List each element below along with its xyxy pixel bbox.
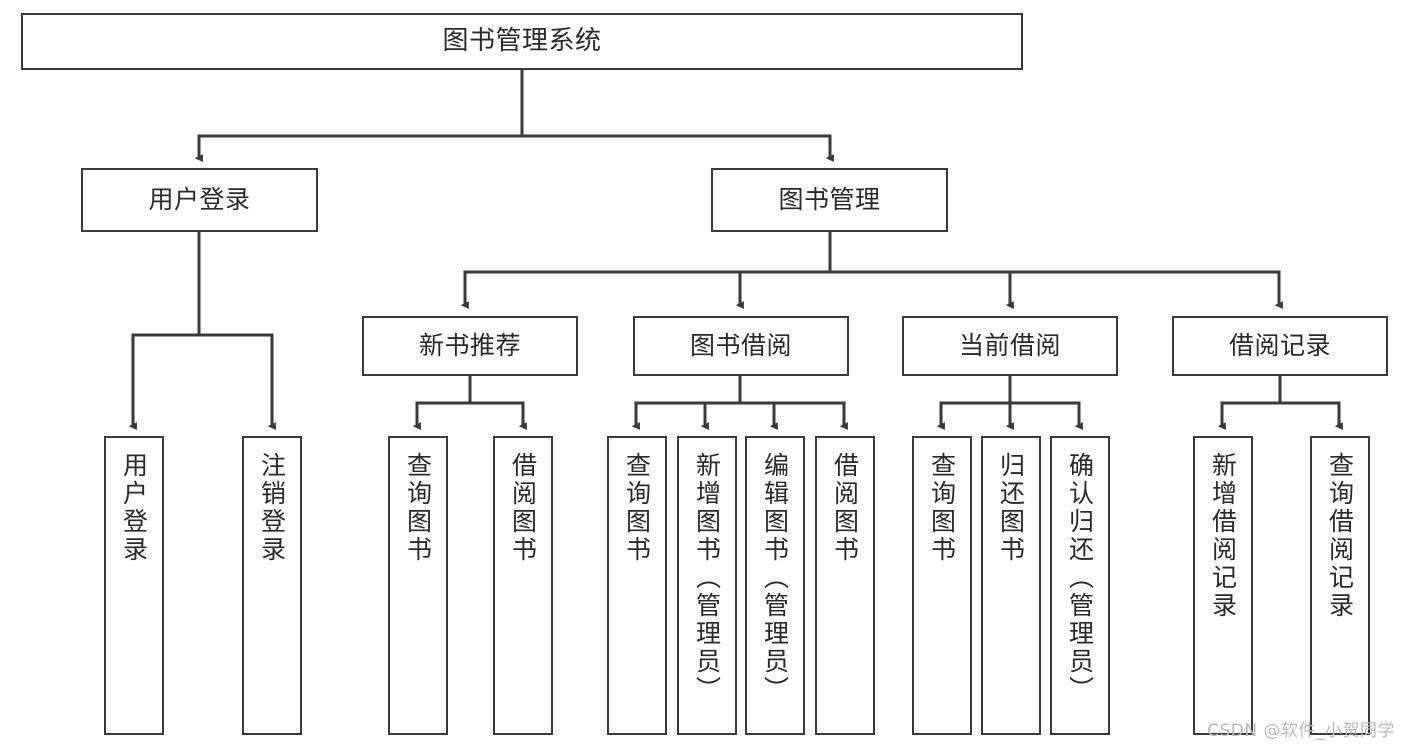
- node-label: 当前借阅: [958, 331, 1061, 361]
- node-label: 注销登录: [257, 452, 287, 564]
- node-label: 归还图书: [996, 452, 1026, 564]
- leaf-query-borrow-record[interactable]: 查询借阅记录: [1310, 436, 1370, 735]
- leaf-user-login[interactable]: 用户登录: [104, 436, 164, 735]
- leaf-logout[interactable]: 注销登录: [242, 436, 302, 735]
- node-user-login[interactable]: 用户登录: [81, 168, 318, 232]
- watermark-text: CSDN @软件_小贺同学: [1207, 721, 1395, 741]
- node-label: 新增图书（管理员）: [692, 452, 722, 704]
- leaf-borrow-book-recommend[interactable]: 借阅图书: [493, 436, 553, 735]
- node-label: 查询图书: [622, 452, 652, 564]
- leaf-query-book-current[interactable]: 查询图书: [912, 436, 972, 735]
- leaf-edit-book-admin[interactable]: 编辑图书（管理员）: [745, 436, 805, 735]
- node-borrow-record[interactable]: 借阅记录: [1172, 316, 1388, 376]
- node-label: 用户登录: [119, 452, 149, 564]
- node-label: 确认归还（管理员）: [1065, 452, 1095, 704]
- node-book-borrow[interactable]: 图书借阅: [633, 316, 849, 376]
- node-label: 借阅图书: [830, 452, 860, 564]
- node-new-book-recommend[interactable]: 新书推荐: [362, 316, 578, 376]
- node-label: 借阅记录: [1228, 331, 1331, 361]
- node-label: 借阅图书: [508, 452, 538, 564]
- leaf-query-book-borrow[interactable]: 查询图书: [607, 436, 667, 735]
- node-label: 用户登录: [148, 185, 251, 215]
- node-label: 图书管理系统: [442, 26, 602, 57]
- node-label: 图书管理: [778, 185, 881, 215]
- leaf-return-book[interactable]: 归还图书: [981, 436, 1041, 735]
- node-label: 编辑图书（管理员）: [760, 452, 790, 704]
- node-label: 查询图书: [927, 452, 957, 564]
- node-book-management[interactable]: 图书管理: [711, 168, 948, 232]
- node-current-borrow[interactable]: 当前借阅: [902, 316, 1118, 376]
- node-label: 查询借阅记录: [1325, 452, 1355, 620]
- node-label: 查询图书: [403, 452, 433, 564]
- leaf-query-book-recommend[interactable]: 查询图书: [388, 436, 448, 735]
- leaf-borrow-book[interactable]: 借阅图书: [815, 436, 875, 735]
- leaf-add-borrow-record[interactable]: 新增借阅记录: [1193, 436, 1253, 735]
- node-label: 新增借阅记录: [1208, 452, 1238, 620]
- node-label: 新书推荐: [418, 331, 521, 361]
- node-root-system[interactable]: 图书管理系统: [21, 13, 1023, 70]
- leaf-add-book-admin[interactable]: 新增图书（管理员）: [677, 436, 737, 735]
- leaf-confirm-return-admin[interactable]: 确认归还（管理员）: [1050, 436, 1110, 735]
- node-label: 图书借阅: [689, 331, 792, 361]
